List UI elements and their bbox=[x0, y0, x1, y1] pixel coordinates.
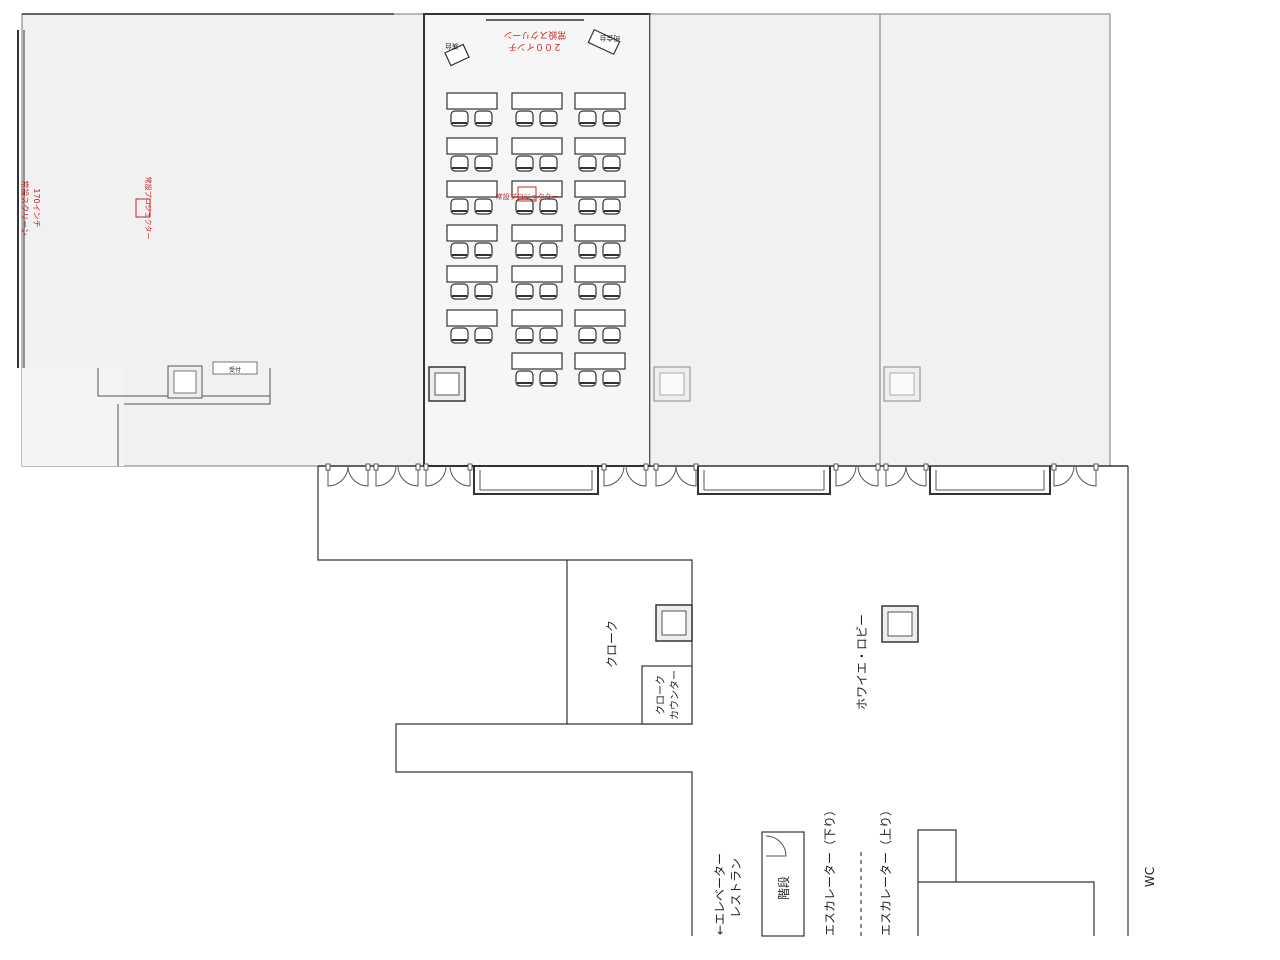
desk bbox=[446, 92, 498, 110]
door-swing[interactable] bbox=[905, 465, 927, 487]
desk bbox=[574, 224, 626, 242]
desk bbox=[574, 180, 626, 198]
door-jamb bbox=[643, 463, 649, 471]
projector-left-label: 常設プロジェクター bbox=[144, 177, 153, 240]
door-jamb bbox=[415, 463, 421, 471]
elevator-label: ←エレベーター bbox=[713, 853, 727, 935]
desk bbox=[446, 309, 498, 327]
desk bbox=[574, 309, 626, 327]
door-jamb bbox=[875, 463, 881, 471]
reception-counter bbox=[212, 361, 258, 375]
door-jamb bbox=[1051, 463, 1057, 471]
door-swing[interactable] bbox=[1075, 465, 1097, 487]
desk bbox=[511, 137, 563, 155]
projector-left-icon bbox=[135, 198, 151, 218]
cloak-label: クローク bbox=[605, 620, 619, 668]
screen-center-size: ２００インチ bbox=[508, 41, 562, 52]
screen-left-size: 170インチ bbox=[32, 188, 41, 227]
door-swing[interactable] bbox=[885, 465, 907, 487]
desk bbox=[446, 137, 498, 155]
stairs-label: 階段 bbox=[776, 876, 791, 900]
desk bbox=[511, 352, 563, 370]
door-jamb bbox=[467, 463, 473, 471]
classroom-desks bbox=[446, 92, 626, 387]
service-block bbox=[917, 829, 1095, 936]
lectern bbox=[444, 43, 470, 67]
door-jamb bbox=[833, 463, 839, 471]
door-swing[interactable] bbox=[857, 465, 879, 487]
door-swing[interactable] bbox=[835, 465, 857, 487]
cloak-counter-label-1: クローク bbox=[655, 675, 667, 715]
projector-center-label: 常設プロジェクター bbox=[496, 192, 559, 201]
door-jamb bbox=[653, 463, 659, 471]
screen-center-label: 常設スクリーン bbox=[504, 29, 567, 41]
desk bbox=[511, 224, 563, 242]
desk bbox=[511, 265, 563, 283]
desk bbox=[511, 180, 563, 198]
door-jamb bbox=[601, 463, 607, 471]
reception-label: 受付 bbox=[229, 366, 241, 374]
podium bbox=[587, 28, 621, 56]
door-swing[interactable] bbox=[603, 465, 625, 487]
door-swing[interactable] bbox=[425, 465, 447, 487]
desk bbox=[511, 309, 563, 327]
door-swing[interactable] bbox=[655, 465, 677, 487]
door-jamb bbox=[373, 463, 379, 471]
door-jamb bbox=[365, 463, 371, 471]
door-jamb bbox=[923, 463, 929, 471]
projector-center-icon bbox=[517, 186, 537, 202]
wc-label: WC bbox=[1143, 867, 1157, 887]
desk bbox=[574, 137, 626, 155]
door-swing[interactable] bbox=[625, 465, 647, 487]
door-swing[interactable] bbox=[449, 465, 471, 487]
door-swing[interactable] bbox=[327, 465, 349, 487]
desk bbox=[511, 92, 563, 110]
desk bbox=[446, 224, 498, 242]
escalator-down-label: エスカレーター（下り） bbox=[823, 804, 837, 936]
door-swing[interactable] bbox=[397, 465, 419, 487]
desk bbox=[574, 92, 626, 110]
doors bbox=[325, 463, 1099, 487]
door-jamb bbox=[423, 463, 429, 471]
lobby-wall bbox=[317, 466, 693, 936]
door-swing[interactable] bbox=[347, 465, 369, 487]
desk bbox=[574, 265, 626, 283]
desk bbox=[446, 265, 498, 283]
cloak-counter-label-2: カウンター bbox=[669, 670, 681, 720]
door-swing[interactable] bbox=[675, 465, 697, 487]
screen-left-label: 常設スクリーン bbox=[20, 180, 30, 236]
desk bbox=[446, 180, 498, 198]
desk bbox=[574, 352, 626, 370]
door-jamb bbox=[1093, 463, 1099, 471]
door-jamb bbox=[325, 463, 331, 471]
foyer-label: ホワイエ・ロビー bbox=[855, 614, 869, 710]
door-jamb bbox=[883, 463, 889, 471]
podium-label: 司会台 bbox=[600, 34, 621, 43]
door-swing[interactable] bbox=[375, 465, 397, 487]
lectern-label: 演台 bbox=[445, 42, 459, 51]
cloak-counter[interactable] bbox=[641, 665, 693, 725]
stairs[interactable] bbox=[761, 831, 805, 937]
escalator-up-label: エスカレーター（上り） bbox=[879, 804, 893, 936]
restaurant-label: レストラン bbox=[729, 858, 743, 918]
door-swing[interactable] bbox=[1053, 465, 1075, 487]
